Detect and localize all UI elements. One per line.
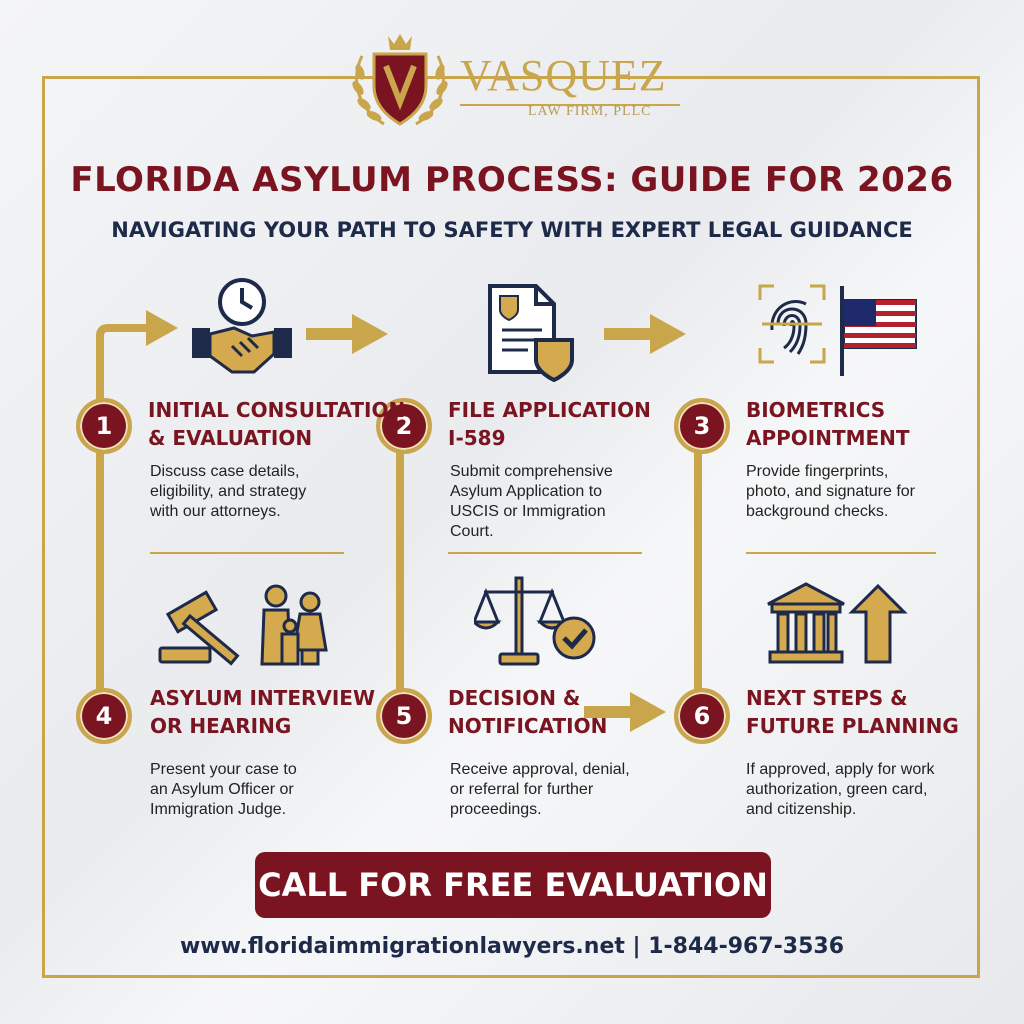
- section-divider: [746, 552, 936, 554]
- arrow-right-icon: [306, 314, 388, 354]
- connector-line-1: [96, 340, 104, 712]
- step-description: If approved, apply for work authorizatio…: [746, 761, 935, 818]
- step-description: Provide fingerprints, photo, and signatu…: [746, 463, 916, 520]
- courthouse-arrow-icon: [767, 582, 908, 664]
- scales-check-icon: [474, 576, 596, 666]
- free-evaluation-button[interactable]: CALL FOR FREE EVALUATION: [255, 852, 771, 918]
- connector-line-3: [694, 420, 702, 710]
- connector-line-2: [396, 420, 404, 710]
- gavel-family-icon: [158, 584, 328, 666]
- page-title: FLORIDA ASYLUM PROCESS: GUIDE FOR 2026: [70, 160, 954, 200]
- step-number-badge: 4: [76, 688, 132, 744]
- document-shield-icon: [488, 284, 574, 382]
- gold-frame: [42, 76, 980, 978]
- step-title: INITIAL CONSULTATION & EVALUATION: [148, 398, 406, 450]
- section-divider: [150, 552, 344, 554]
- step-number-badge: 3: [674, 398, 730, 454]
- brand-divider: [460, 104, 680, 106]
- step-title: FILE APPLICATION I-589: [448, 398, 651, 450]
- page-subtitle: NAVIGATING YOUR PATH TO SAFETY WITH EXPE…: [111, 218, 913, 242]
- law-firm-crest-icon: [352, 34, 448, 126]
- connector-arrow-icon: [96, 310, 178, 356]
- step-description: Discuss case details, eligibility, and s…: [150, 463, 307, 520]
- step-description: Submit comprehensive Asylum Application …: [450, 463, 613, 540]
- arrow-right-icon: [584, 692, 666, 732]
- contact-info[interactable]: www.floridaimmigrationlawyers.net | 1-84…: [179, 934, 845, 959]
- brand-subtitle: LAW FIRM, PLLC: [528, 104, 652, 119]
- step-description: Receive approval, denial, or referral fo…: [450, 761, 630, 818]
- step-number-badge: 1: [76, 398, 132, 454]
- section-divider: [448, 552, 642, 554]
- arrow-right-icon: [604, 314, 686, 354]
- step-number-badge: 2: [376, 398, 432, 454]
- step-title: DECISION & NOTIFICATION: [448, 686, 608, 738]
- step-number-badge: 5: [376, 688, 432, 744]
- step-title: BIOMETRICS APPOINTMENT: [746, 398, 910, 450]
- step-description: Present your case to an Asylum Officer o…: [150, 761, 297, 818]
- fingerprint-flag-icon: [758, 284, 917, 376]
- step-title: NEXT STEPS & FUTURE PLANNING: [746, 686, 959, 738]
- handshake-clock-icon: [192, 278, 292, 374]
- brand-name: VASQUEZ: [460, 51, 667, 100]
- step-number-badge: 6: [674, 688, 730, 744]
- step-title: ASYLUM INTERVIEW OR HEARING: [150, 686, 376, 738]
